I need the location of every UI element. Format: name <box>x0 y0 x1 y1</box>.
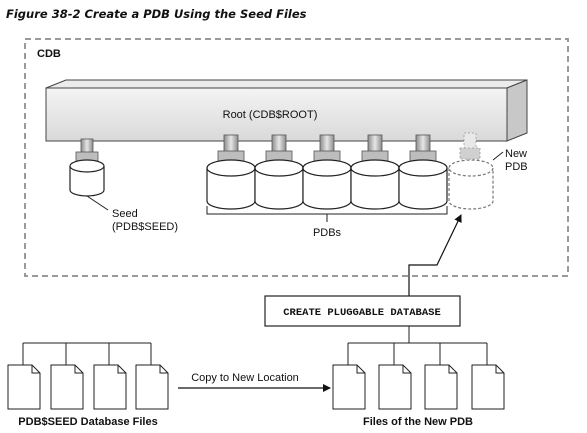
seed-label-line2: (PDB$SEED) <box>112 221 178 233</box>
new-files-label: Files of the New PDB <box>363 416 473 428</box>
pdbs-label: PDBs <box>313 227 342 239</box>
seed-file-icon-2 <box>50 364 84 410</box>
pdb-cylinder-2 <box>254 134 304 210</box>
new-files-tree <box>347 326 488 365</box>
pdb-cylinder-1 <box>206 134 256 210</box>
seed-file-icon-1 <box>7 364 41 410</box>
new-pdb-label-line1: New <box>505 148 527 160</box>
seed-leader-line <box>86 195 109 211</box>
pdb-cylinder-5 <box>398 134 448 210</box>
seed-file-icon-4 <box>135 364 169 410</box>
copy-label: Copy to New Location <box>191 372 299 384</box>
new-file-icon-4 <box>471 364 505 410</box>
cdb-container <box>24 38 569 277</box>
command-text: CREATE PLUGGABLE DATABASE <box>283 307 441 319</box>
new-file-icon-3 <box>424 364 458 410</box>
cdb-label: CDB <box>37 48 61 60</box>
new-file-icon-1 <box>332 364 366 410</box>
seed-label-line1: Seed <box>112 208 138 220</box>
root-label: Root (CDB$ROOT) <box>223 109 318 121</box>
seed-file-icon-3 <box>93 364 127 410</box>
pdb-cylinder-4 <box>350 134 400 210</box>
create-arrow <box>408 214 462 296</box>
new-pdb-label-line2: PDB <box>505 161 528 173</box>
pdb-cylinder-3 <box>302 134 352 210</box>
root-container: Root (CDB$ROOT) <box>45 79 528 142</box>
new-pdb-cylinder <box>448 132 494 210</box>
command-box <box>264 295 461 327</box>
figure-caption: Figure 38-2 Create a PDB Using the Seed … <box>6 7 307 21</box>
new-file-icon-2 <box>378 364 412 410</box>
seed-files-tree <box>22 342 152 365</box>
seed-cylinder <box>69 138 105 197</box>
new-pdb-leader-line <box>492 151 504 161</box>
seed-files-label: PDB$SEED Database Files <box>18 416 157 428</box>
